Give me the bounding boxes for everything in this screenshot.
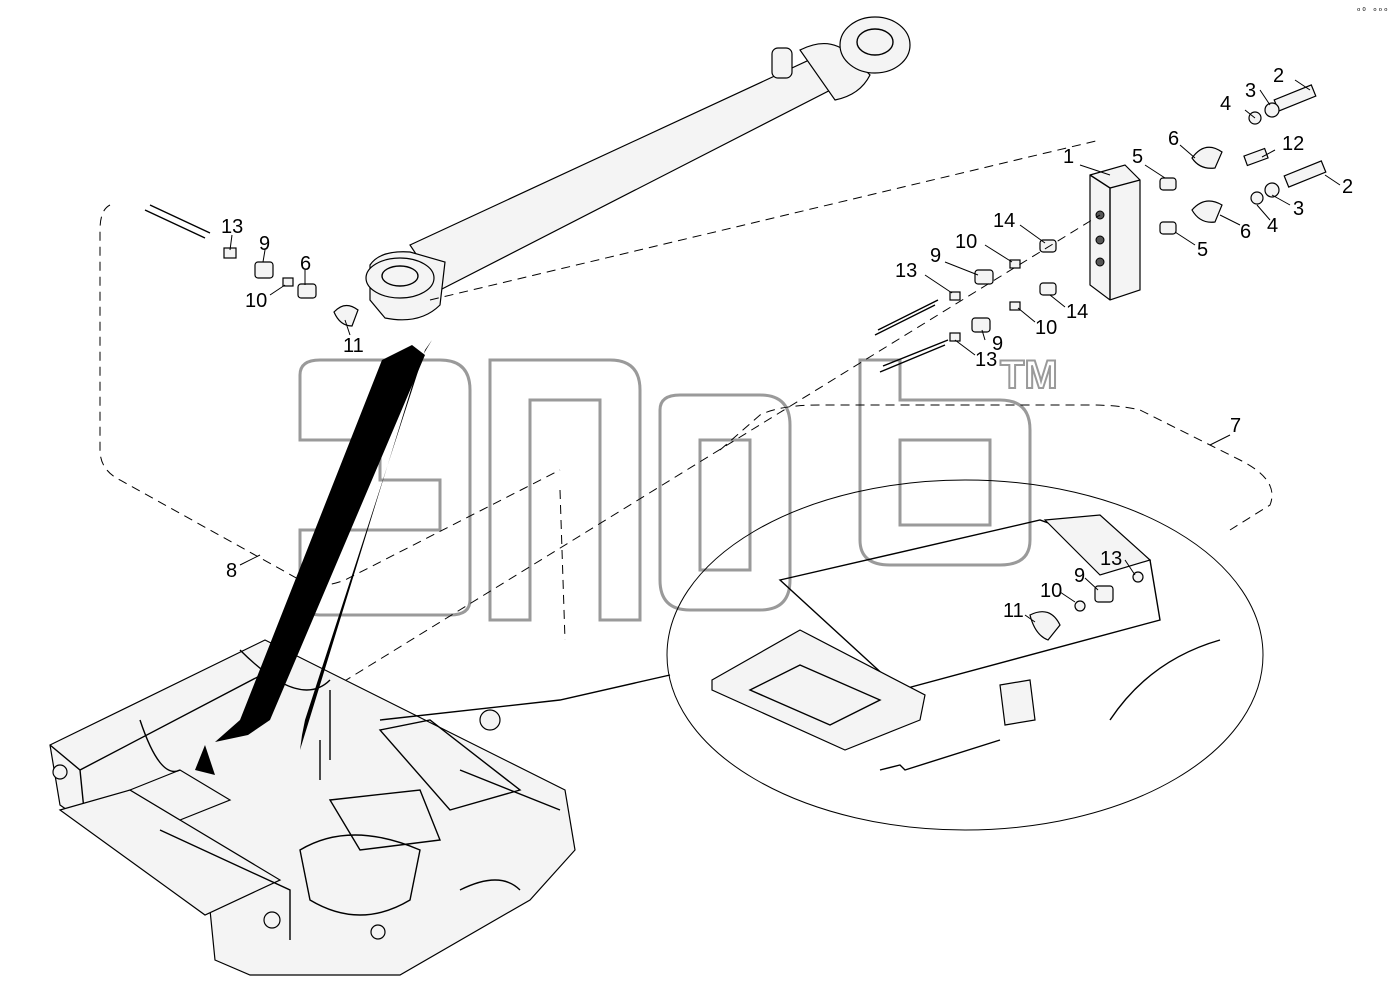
callout-10-detail: 10 [1040, 580, 1062, 602]
callout-11-detail: 11 [1003, 600, 1024, 622]
callout-arrows [195, 340, 432, 780]
valve-block [1089, 164, 1141, 301]
leader-lines [229, 79, 1341, 623]
callout-10-left: 10 [245, 290, 267, 312]
callout-9-detail: 9 [1074, 565, 1085, 587]
callout-labels: 1 2 2 3 3 4 4 5 5 6 6 6 7 8 9 9 9 9 10 1… [221, 65, 1353, 622]
callout-10-upper: 10 [955, 231, 977, 253]
callout-13-lower: 13 [975, 349, 997, 371]
callout-9-upper: 9 [930, 245, 941, 267]
callout-10-lower: 10 [1035, 317, 1057, 339]
fittings-right [949, 84, 1327, 342]
callout-9-lower: 9 [992, 333, 1003, 355]
callout-5-top: 5 [1132, 146, 1143, 168]
callout-4-right: 4 [1267, 215, 1278, 237]
callout-3-right: 3 [1293, 198, 1304, 220]
callout-13-detail: 13 [1100, 548, 1122, 570]
callout-8: 8 [226, 560, 237, 582]
callout-2-top: 2 [1273, 65, 1284, 87]
callout-13-upper: 13 [895, 260, 917, 282]
fittings-left [223, 247, 359, 327]
callout-6-right: 6 [1240, 221, 1251, 243]
detail-view [666, 479, 1264, 831]
callout-9-left: 9 [259, 233, 270, 255]
hydraulic-cylinder [365, 16, 911, 321]
watermark-trademark: TM [1000, 353, 1058, 397]
callout-5-bottom: 5 [1197, 239, 1208, 261]
upper-frame [49, 639, 671, 976]
callout-13-left: 13 [221, 216, 243, 238]
callout-14-lower: 14 [1066, 301, 1088, 323]
corner-code: ᵒᴼ ᵒᵒᵒ [1356, 7, 1388, 17]
watermark-logo: TM [298, 352, 1059, 622]
callout-6-left: 6 [300, 253, 311, 275]
callout-3-top: 3 [1245, 80, 1256, 102]
callout-4-top: 4 [1220, 93, 1231, 115]
callout-1: 1 [1063, 146, 1074, 168]
callout-2-right: 2 [1342, 176, 1353, 198]
callout-7: 7 [1230, 415, 1241, 437]
callout-11-left: 11 [343, 335, 364, 357]
callout-14-upper: 14 [993, 210, 1015, 232]
callout-12: 12 [1282, 133, 1304, 155]
callout-6-top: 6 [1168, 128, 1179, 150]
